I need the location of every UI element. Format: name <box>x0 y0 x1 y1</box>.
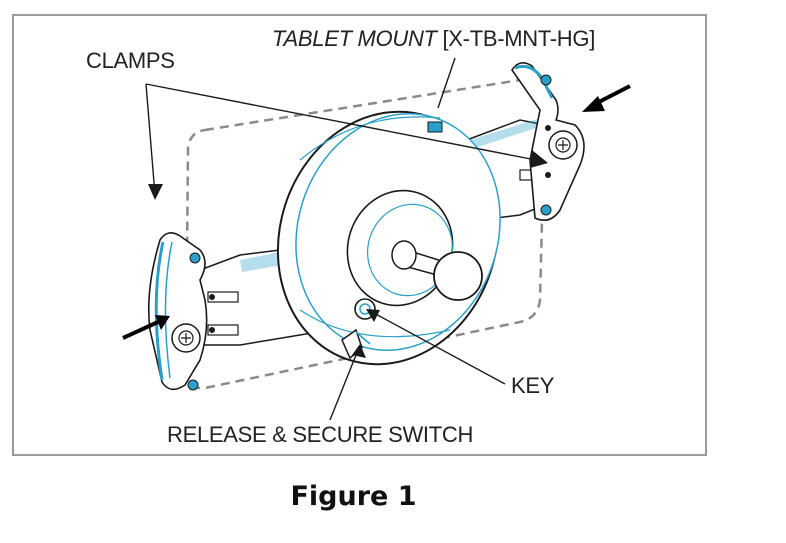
clamps-label: CLAMPS <box>86 48 175 73</box>
left-clamp <box>147 232 215 391</box>
leader-lines <box>145 57 537 421</box>
title-leader <box>437 57 456 109</box>
key-arrowhead <box>366 309 380 322</box>
push-arrow-right <box>582 84 631 112</box>
title-italic-text: TABLET MOUNT <box>272 26 437 51</box>
ball-stud <box>391 240 483 301</box>
clamps-arrowhead-right <box>530 150 548 168</box>
tablet-outline-dashed <box>184 78 547 390</box>
release-arrowhead <box>352 344 366 358</box>
title-code-text: [X-TB-MNT-HG] <box>436 26 596 51</box>
arrowheads <box>148 150 548 358</box>
release-switch-label: RELEASE & SECURE SWITCH <box>167 422 474 447</box>
push-arrow-left <box>122 315 170 340</box>
right-clamp <box>511 62 585 221</box>
clamps-leader-left <box>145 83 156 196</box>
mount-disk <box>276 110 501 366</box>
release-leader <box>329 349 359 421</box>
key-leader <box>371 311 506 385</box>
figure-caption: Figure 1 <box>290 481 417 512</box>
key-label: KEY <box>511 373 555 398</box>
clamps-leader-right <box>145 83 537 161</box>
title-label: TABLET MOUNT [X-TB-MNT-HG] <box>272 26 595 52</box>
clamps-arrowhead-left <box>148 184 163 200</box>
